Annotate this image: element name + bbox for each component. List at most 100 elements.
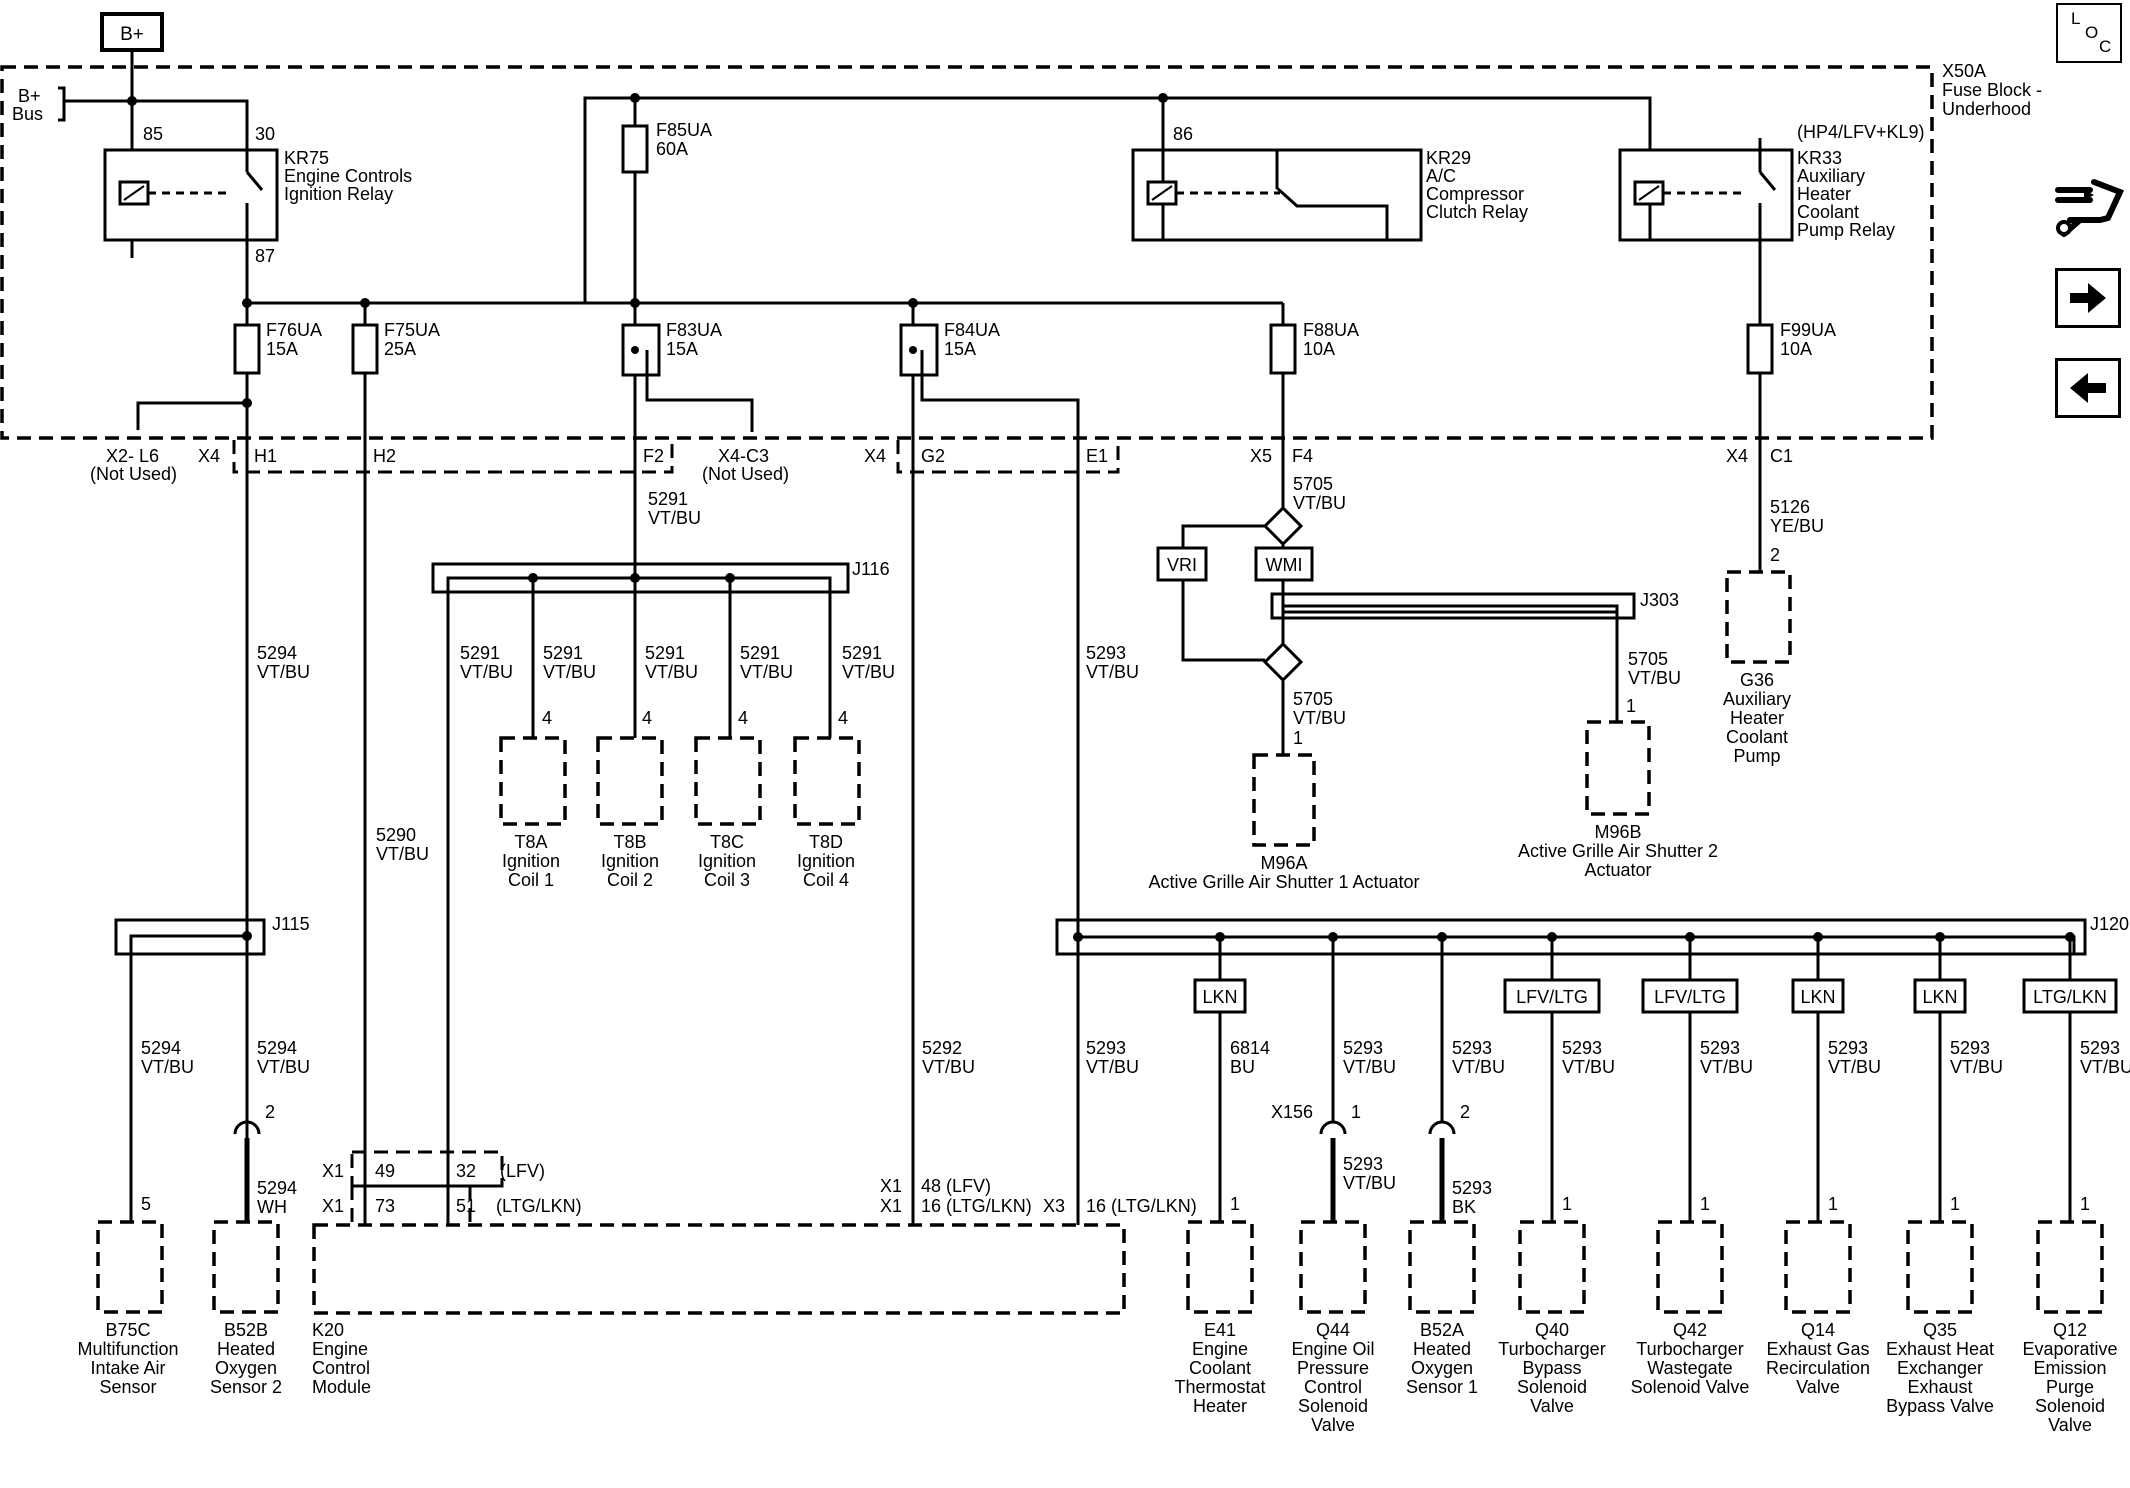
bus-label-2: Bus (12, 104, 43, 124)
w5291-b-code: 5291 (543, 643, 583, 663)
q12-body (2036, 1220, 2104, 1314)
q14-l2: Recirculation (1766, 1358, 1870, 1378)
fuse-f88ua: F88UA 10A (1269, 320, 1359, 510)
b75c-l3: Sensor (99, 1377, 156, 1397)
w5126-color: YE/BU (1770, 516, 1824, 536)
q14-option-box (1791, 978, 1845, 1014)
q14-wire-code: 5293 (1828, 1038, 1868, 1058)
j116-label: J116 (852, 559, 890, 579)
g36-pin: 2 (1770, 545, 1780, 565)
f99ua-id: F99UA (1780, 320, 1836, 340)
q14-wire-color: VT/BU (1828, 1057, 1881, 1077)
q12-l3: Purge (2046, 1377, 2094, 1397)
b75c-l2: Intake Air (90, 1358, 165, 1378)
kr33-id: KR33 (1797, 148, 1842, 168)
kr33-line3: Coolant (1797, 202, 1859, 222)
x4-c3-not-used: (Not Used) (702, 464, 789, 484)
kr75-pin85: 85 (143, 124, 163, 144)
e41-option-label: LKN (1202, 987, 1237, 1007)
q12-wire-code: 5293 (2080, 1038, 2120, 1058)
t8c-l1: Ignition (698, 851, 756, 871)
bus-label-1: B+ (18, 86, 41, 106)
b75c-l1: Multifunction (77, 1339, 178, 1359)
q12-option-label: LTG/LKN (2033, 987, 2107, 1007)
k20-l3: Module (312, 1377, 371, 1397)
t8b-l1: Ignition (601, 851, 659, 871)
q35-id: Q35 (1923, 1320, 1957, 1340)
f75ua-id: F75UA (384, 320, 440, 340)
m96a-id: M96A (1260, 853, 1307, 873)
q40-l3: Solenoid (1517, 1377, 1587, 1397)
q44-l4: Solenoid (1298, 1396, 1368, 1416)
q44-inline-label: X156 (1271, 1102, 1313, 1122)
b52a-l3: Sensor 1 (1406, 1377, 1478, 1397)
g36-l1: Auxiliary (1723, 689, 1791, 709)
f76ua-rating: 15A (266, 339, 298, 359)
e41-pin: 1 (1230, 1194, 1240, 1214)
b52a-l2: Oxygen (1411, 1358, 1473, 1378)
x4-c3-label: X4-C3 (718, 446, 769, 466)
k20-x1-ltg: X1 (322, 1196, 344, 1216)
q44-id: Q44 (1316, 1320, 1350, 1340)
w5292-code: 5292 (922, 1038, 962, 1058)
q40-wire-color: VT/BU (1562, 1057, 1615, 1077)
f85ua-rating: 60A (656, 139, 688, 159)
q40-id: Q40 (1535, 1320, 1569, 1340)
e41-id: E41 (1204, 1320, 1236, 1340)
loc-icon[interactable]: L O C (2055, 2, 2123, 64)
q14-l1: Exhaust Gas (1766, 1339, 1869, 1359)
q44-l2: Pressure (1297, 1358, 1369, 1378)
w5294-wh-color: WH (257, 1197, 287, 1217)
w5291-color: VT/BU (648, 508, 701, 528)
e41-body (1186, 1220, 1254, 1314)
k20-48-lfv: 48 (LFV) (921, 1176, 991, 1196)
long-wire-labels: 5294 VT/BU 5290 VT/BU 5293 VT/BU 5292 VT… (257, 643, 1139, 1077)
e1-label: E1 (1086, 446, 1108, 466)
b52a-lower-code: 5293 (1452, 1178, 1492, 1198)
q44-l3: Control (1304, 1377, 1362, 1397)
k20-ecm: X1 49 32 (LFV) X1 73 51 (LTG/LKN) X1 48 … (312, 1150, 1197, 1397)
q12-l5: Valve (2048, 1415, 2092, 1435)
k20-ltg-lkn: (LTG/LKN) (496, 1196, 582, 1216)
aux-pump-circuit: 5126 YE/BU 2 G36 Auxiliary Heater Coolan… (1723, 497, 1824, 766)
grille-shutter-circuit: 5705 VT/BU VRI WMI J303 5705 VT/BU 1 M96… (1148, 474, 1718, 892)
b52b-l2: Oxygen (215, 1358, 277, 1378)
f84ua-id: F84UA (944, 320, 1000, 340)
t8c-pin: 4 (738, 708, 748, 728)
x2-not-used: (Not Used) (90, 464, 177, 484)
x5-label: X5 (1250, 446, 1272, 466)
g36-id: G36 (1740, 670, 1774, 690)
w5291-c-code: 5291 (645, 643, 685, 663)
w5290-code: 5290 (376, 825, 416, 845)
w5291-a-color: VT/BU (460, 662, 513, 682)
q42-l1: Turbocharger (1636, 1339, 1743, 1359)
arrow-left-icon[interactable] (2055, 358, 2121, 418)
vri-label: VRI (1167, 555, 1197, 575)
kr75-pin87: 87 (255, 246, 275, 266)
g36-l4: Pump (1733, 746, 1780, 766)
fuse-block-name-2: Underhood (1942, 99, 2031, 119)
m96b-l1: Active Grille Air Shutter 2 (1518, 841, 1718, 861)
k20-x3-16: 16 (LTG/LKN) (1086, 1196, 1197, 1216)
q12-id: Q12 (2053, 1320, 2087, 1340)
g2-label: G2 (921, 446, 945, 466)
w5293-mid-code: 5293 (1086, 1038, 1126, 1058)
w5705-top-color: VT/BU (1293, 493, 1346, 513)
w5291-b-color: VT/BU (543, 662, 596, 682)
e41-l2: Coolant (1189, 1358, 1251, 1378)
arrow-right-icon[interactable] (2055, 268, 2121, 328)
f75ua-rating: 25A (384, 339, 416, 359)
q44-inline-pin: 1 (1351, 1102, 1361, 1122)
m96b-id: M96B (1594, 822, 1641, 842)
w5291-a-code: 5291 (460, 643, 500, 663)
q44-l5: Valve (1311, 1415, 1355, 1435)
q14-body (1784, 1220, 1852, 1314)
q42-l3: Solenoid Valve (1631, 1377, 1750, 1397)
w5294-wh-code: 5294 (257, 1178, 297, 1198)
q42-pin: 1 (1700, 1194, 1710, 1214)
fuse-block-name-1: Fuse Block - (1942, 80, 2042, 100)
t8a-l2: Coil 1 (508, 870, 554, 890)
k20-x3: X3 (1043, 1196, 1065, 1216)
w5291-d-color: VT/BU (740, 662, 793, 682)
service-icon[interactable] (2050, 170, 2130, 250)
